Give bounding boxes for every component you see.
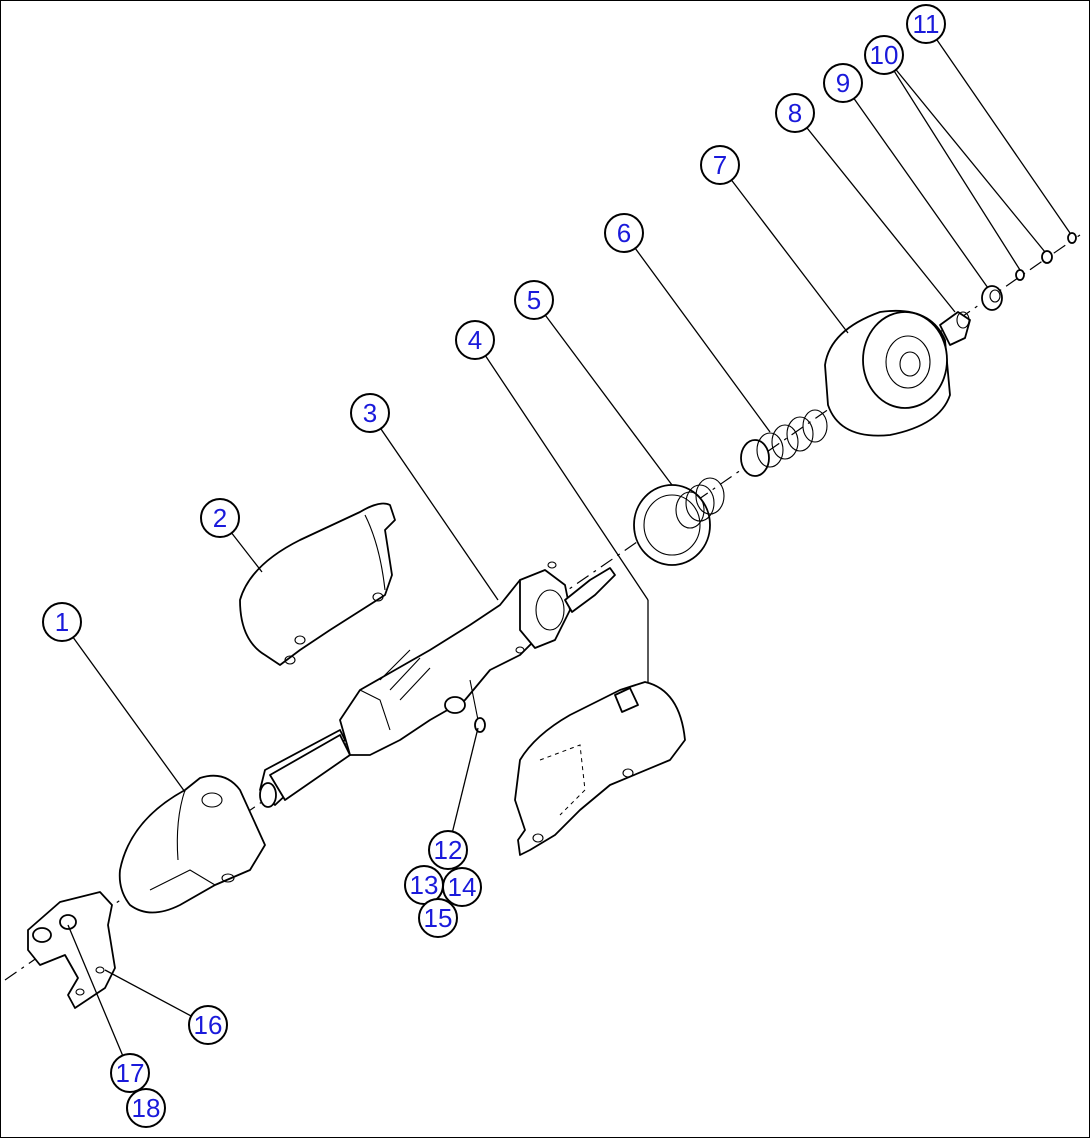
svg-text:14: 14 [448, 872, 477, 902]
callout-10: 10 [864, 35, 904, 75]
svg-text:3: 3 [363, 398, 377, 428]
callout-6: 6 [604, 213, 644, 253]
callout-18: 18 [126, 1088, 166, 1128]
callout-11: 11 [906, 4, 946, 44]
svg-text:1: 1 [55, 607, 69, 637]
svg-text:12: 12 [434, 835, 463, 865]
svg-text:10: 10 [870, 40, 899, 70]
callout-17: 17 [110, 1053, 150, 1093]
callout-15: 15 [418, 898, 458, 938]
callout-8: 8 [775, 93, 815, 133]
callout-13: 13 [404, 865, 444, 905]
part-lower-cover [118, 774, 266, 914]
part-upper-cover [239, 502, 396, 666]
svg-text:15: 15 [424, 903, 453, 933]
part-nut-washers [981, 232, 1077, 311]
part-steering-column [259, 561, 616, 808]
leader-lines [61, 23, 1071, 1074]
svg-text:17: 17 [116, 1058, 145, 1088]
callout-12: 12 [428, 830, 468, 870]
svg-text:2: 2 [213, 503, 227, 533]
svg-text:4: 4 [468, 325, 482, 355]
callout-1: 1 [42, 602, 82, 642]
callout-9: 9 [823, 63, 863, 103]
callout-5: 5 [514, 280, 554, 320]
part-spring-seat [633, 477, 725, 566]
svg-text:11: 11 [913, 9, 940, 39]
callout-7: 7 [700, 145, 740, 185]
part-coil-spring [740, 409, 828, 477]
callout-14: 14 [442, 867, 482, 907]
part-bracket [27, 891, 116, 1009]
svg-text:13: 13 [410, 870, 439, 900]
svg-text:5: 5 [527, 285, 541, 315]
part-hub [824, 309, 951, 437]
svg-text:6: 6 [617, 218, 631, 248]
svg-text:7: 7 [713, 150, 727, 180]
svg-text:16: 16 [194, 1010, 223, 1040]
callout-16: 16 [188, 1005, 228, 1045]
part-bushing [939, 311, 971, 346]
part-side-cover [514, 681, 686, 856]
svg-text:9: 9 [836, 68, 850, 98]
callout-3: 3 [350, 393, 390, 433]
svg-text:8: 8 [788, 98, 802, 128]
svg-text:18: 18 [132, 1093, 161, 1123]
callout-2: 2 [200, 498, 240, 538]
callout-4: 4 [455, 320, 495, 360]
